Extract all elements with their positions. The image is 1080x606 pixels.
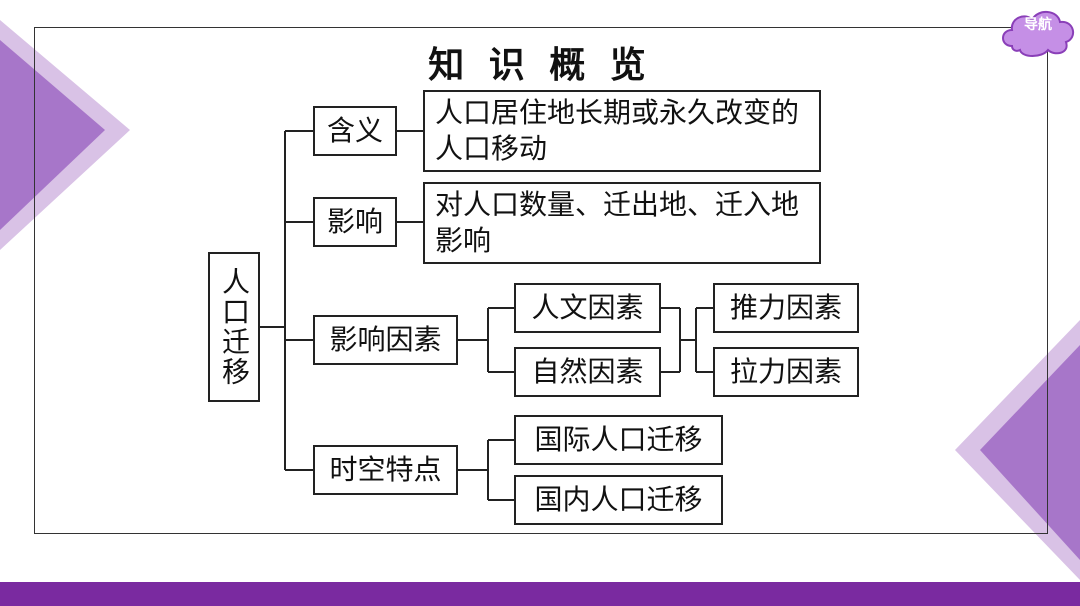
force-push: 推力因素 — [713, 283, 859, 333]
nav-label[interactable]: 导航 — [1024, 17, 1052, 33]
nav-cloud-icon[interactable] — [998, 6, 1078, 58]
meaning-node: 含义 — [313, 106, 397, 156]
factor-natural: 自然因素 — [514, 347, 661, 397]
factor-human: 人文因素 — [514, 283, 661, 333]
root-node: 人口迁移 — [208, 252, 260, 402]
force-pull: 拉力因素 — [713, 347, 859, 397]
feature-international: 国际人口迁移 — [514, 415, 723, 465]
factors-node: 影响因素 — [313, 315, 458, 365]
impact-desc: 对人口数量、迁出地、迁入地影响 — [423, 182, 821, 264]
meaning-desc: 人口居住地长期或永久改变的人口移动 — [423, 90, 821, 172]
content-frame — [34, 27, 1048, 534]
bottom-bar — [0, 582, 1080, 606]
feature-domestic: 国内人口迁移 — [514, 475, 723, 525]
page-title: 知 识 概 览 — [428, 45, 652, 86]
features-node: 时空特点 — [313, 445, 458, 495]
impact-node: 影响 — [313, 197, 397, 247]
